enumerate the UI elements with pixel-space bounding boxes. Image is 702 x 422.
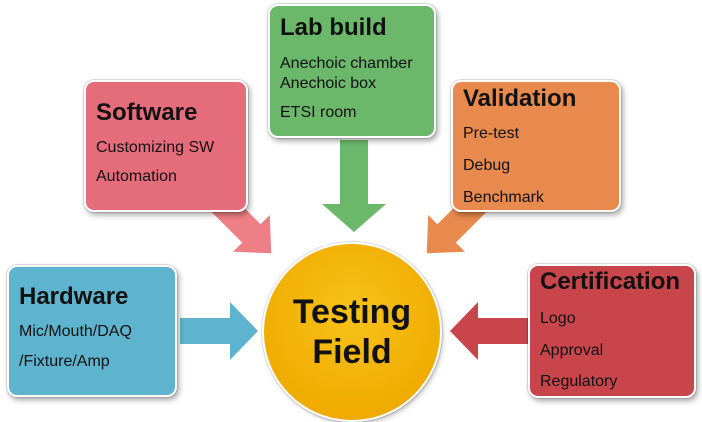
lab-build-arrow bbox=[322, 140, 386, 232]
validation-item: Debug bbox=[463, 157, 511, 174]
lab-build-item: Anechoic chamber bbox=[280, 55, 413, 72]
hardware-title: Hardware bbox=[19, 283, 129, 310]
validation-item: Pre-test bbox=[463, 125, 520, 142]
hardware-box: Hardware Mic/Mouth/DAQ /Fixture/Amp bbox=[7, 265, 177, 397]
hub-label-line1: Testing bbox=[292, 293, 412, 331]
validation-box: Validation Pre-test Debug Benchmark bbox=[451, 80, 621, 212]
software-item: Customizing SW bbox=[96, 139, 215, 156]
hub-label-line2: Field bbox=[312, 333, 392, 371]
hardware-item: /Fixture/Amp bbox=[19, 353, 110, 370]
lab-build-box: Lab build Anechoic chamber Anechoic box … bbox=[268, 4, 436, 138]
testing-field-hub: Testing Field bbox=[264, 244, 440, 420]
certification-item: Logo bbox=[540, 310, 576, 327]
hardware-item: Mic/Mouth/DAQ bbox=[19, 323, 132, 340]
lab-build-item: ETSI room bbox=[280, 104, 357, 121]
lab-build-title: Lab build bbox=[280, 14, 387, 41]
validation-item: Benchmark bbox=[463, 189, 544, 206]
certification-title: Certification bbox=[540, 268, 681, 295]
certification-item: Approval bbox=[540, 342, 604, 359]
software-box: Software Customizing SW Automation bbox=[84, 80, 248, 212]
software-title: Software bbox=[96, 99, 198, 126]
software-item: Automation bbox=[96, 168, 177, 185]
lab-build-item: Anechoic box bbox=[280, 75, 377, 92]
certification-arrow bbox=[450, 302, 528, 360]
hardware-arrow bbox=[180, 302, 258, 360]
certification-box: Certification Logo Approval Regulatory bbox=[528, 264, 696, 398]
certification-item: Regulatory bbox=[540, 373, 618, 390]
validation-title: Validation bbox=[463, 85, 577, 112]
